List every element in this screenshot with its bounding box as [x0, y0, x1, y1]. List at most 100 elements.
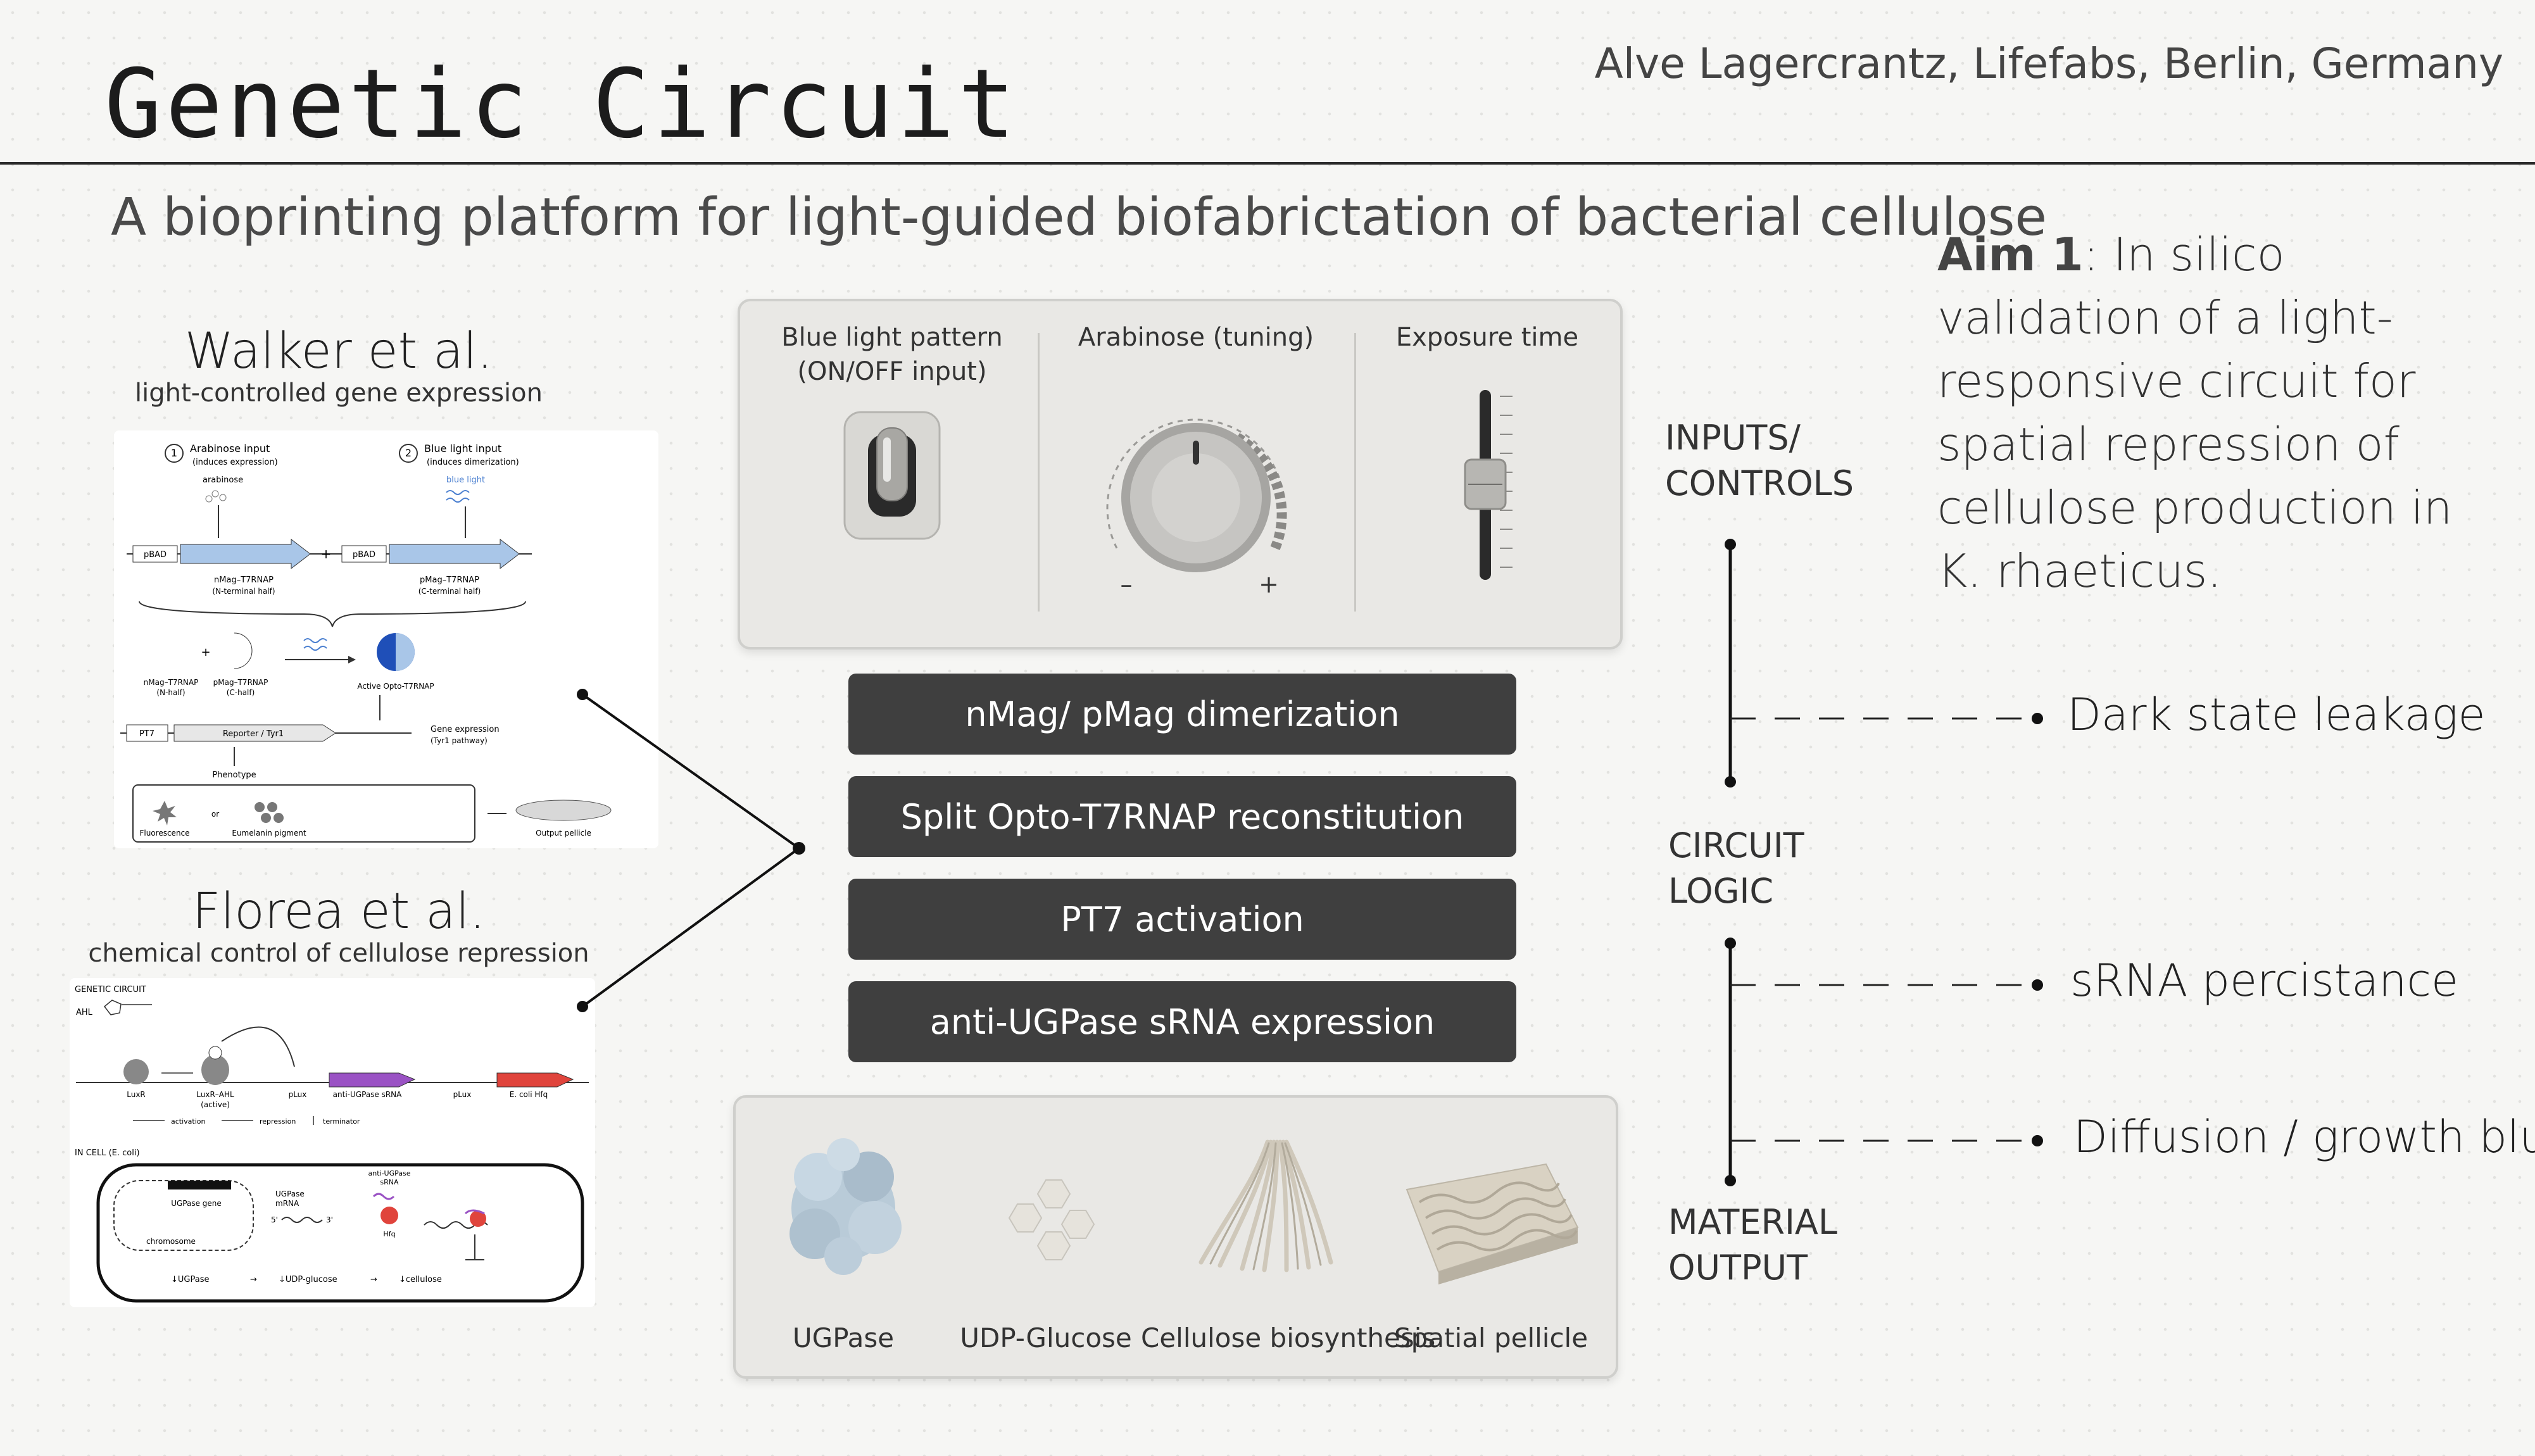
eumelanin-granule-icon: [255, 802, 265, 812]
aim-statement: Aim 1: In silico validation of a light-r…: [1937, 223, 2507, 603]
legend-repression-label: repression: [260, 1117, 296, 1126]
reconstitution-arrowhead: [348, 656, 356, 663]
pbad-promoter-2-label: pBAD: [353, 550, 375, 560]
in-cell-header: IN CELL (E. coli): [75, 1148, 140, 1158]
phenotype-label: Phenotype: [212, 770, 256, 780]
pmag-half-icon: [234, 632, 253, 669]
hexagon: [1060, 1210, 1095, 1239]
luxr-label: LuxR: [127, 1090, 146, 1099]
chromosome-label: chromosome: [146, 1237, 196, 1246]
anti-ugpase-srna-label: anti-UGPase sRNA: [333, 1090, 402, 1099]
pellicle-edge: [1438, 1227, 1578, 1284]
udp-glucose-hexagons-icon: [1008, 1179, 1095, 1260]
nmag-half-sub: (N-half): [156, 688, 185, 697]
controls-divider: [1354, 333, 1356, 612]
pbad-promoter-2: [341, 545, 387, 563]
timeline-dot: [1725, 776, 1736, 788]
blue-light-wave-icon: [446, 490, 470, 503]
ahl-label: AHL: [76, 1008, 93, 1017]
luxr-ahl-complex-icon: [201, 1055, 229, 1085]
author-credit: Alve Lagercrantz, Lifefabs, Berlin, Germ…: [1594, 39, 2503, 88]
controls-divider: [1038, 333, 1040, 612]
reference-florea-name: Florea et al.: [192, 883, 486, 940]
reference-walker-name: Walker et al.: [184, 323, 493, 380]
section-inputs-controls: INPUTS/ CONTROLS: [1665, 418, 1854, 503]
hfq-small-label: Hfq: [383, 1230, 395, 1238]
anti-ugpase-srna-small-label: anti-UGPase: [368, 1169, 410, 1177]
page-title: Genetic Circuit: [104, 49, 1019, 160]
gene-expression-label: Gene expression: [431, 725, 500, 734]
pmag-gene-arrow: [389, 538, 520, 570]
nmag-half-label: nMag–T7RNAP: [144, 678, 199, 687]
knob-plus-label: +: [1259, 570, 1279, 598]
gene-expression-sub: (Tyr1 pathway): [431, 736, 487, 745]
blue-light-toggle-switch[interactable]: [841, 409, 943, 542]
aim-text: : In silico validation of a light-respon…: [1937, 228, 2453, 598]
ugpase-protein-icon: [789, 1138, 902, 1275]
hexagon: [1036, 1179, 1071, 1208]
exposure-time-slider[interactable]: [1449, 384, 1525, 586]
material-label-pellicle: Spatial pellicle: [1394, 1322, 1588, 1353]
pellicle-ripples: [1418, 1181, 1578, 1252]
downstream-arrow-1: →: [250, 1275, 257, 1284]
outcome-diffusion-growth-blur: Diffusion / growth blur: [2073, 1111, 2535, 1163]
plux-label-2: pLux: [453, 1090, 472, 1099]
step-number-1: [165, 444, 184, 463]
plus-sign-2: +: [201, 646, 210, 659]
hfq-gene: [496, 1072, 574, 1088]
luxr-protein-icon: [123, 1059, 149, 1084]
ahl-bound-icon: [208, 1046, 222, 1060]
step-reconstitution: Split Opto-T7RNAP reconstitution: [848, 776, 1516, 857]
step-dimerization: nMag/ pMag dimerization: [848, 674, 1516, 755]
hfq-bound-icon: [470, 1210, 486, 1227]
ahl-molecule-icon: [103, 1000, 122, 1015]
step-number-1-text: 1: [171, 447, 177, 459]
fluorescence-label: Fluorescence: [139, 829, 189, 838]
blue-light-molecule-label: blue light: [446, 475, 485, 485]
mrna-wave-icon: [281, 1217, 323, 1223]
srna-wave-icon: [372, 1193, 395, 1200]
fluorescence-burst-icon: [153, 801, 177, 825]
arabinose-molecule-icon: [205, 495, 213, 503]
anti-ugpase-srna-small-sub: sRNA: [380, 1178, 399, 1186]
exposure-time-label: Exposure time: [1395, 323, 1579, 352]
pmag-gene-sub: (C-terminal half): [418, 587, 481, 596]
reporter-gene-arrow: [173, 724, 336, 742]
nmag-gene-sub: (N-terminal half): [212, 587, 275, 596]
arabinose-control-label: Arabinose (tuning): [1078, 323, 1314, 352]
outcome-dark-state-leakage: Dark state leakage: [2067, 689, 2486, 741]
pbad-promoter-1: [132, 545, 178, 563]
material-label-ugpase: UGPase: [792, 1322, 895, 1353]
hfq-gene-label: E. coli Hfq: [510, 1090, 548, 1099]
hexagon: [1036, 1231, 1071, 1260]
connector-dot-walker: [577, 689, 588, 700]
connector-walker: [581, 693, 800, 850]
anti-ugpase-srna-gene: [329, 1072, 416, 1088]
grouping-brace: [139, 601, 526, 627]
eumelanin-label: Eumelanin pigment: [232, 829, 306, 838]
ugpase-gene-block: [168, 1181, 231, 1189]
arabinose-molecule-icon: [219, 494, 227, 501]
downstream-arrow-2: →: [370, 1275, 377, 1284]
plux-label-1: pLux: [289, 1090, 307, 1099]
eumelanin-granule-icon: [261, 813, 271, 823]
connector-dot-florea: [577, 1001, 588, 1012]
knob-minus-label: –: [1121, 570, 1133, 598]
timeline-dot: [1725, 938, 1736, 949]
outcome-dot-2: [2032, 979, 2043, 991]
blue-light-control-label: Blue light pattern (ON/OFF input): [781, 323, 1003, 386]
arabinose-tuning-knob[interactable]: – +: [1079, 377, 1313, 612]
step-number-2: [399, 444, 418, 463]
legend-activation-label: activation: [171, 1117, 206, 1126]
downstream-ugpase: ↓UGPase: [171, 1275, 210, 1284]
hexagon: [1008, 1203, 1043, 1233]
mrna-five-prime: 5': [271, 1215, 278, 1224]
step-number-2-text: 2: [405, 447, 412, 459]
spatial-pellicle-icon: [1406, 1163, 1579, 1284]
ecoli-cell-outline: [96, 1163, 584, 1303]
eumelanin-granule-icon: [267, 802, 277, 812]
downstream-cellulose: ↓cellulose: [399, 1275, 442, 1284]
srna-bound-icon: [464, 1209, 485, 1215]
active-opto-t7rnap-half: [396, 633, 415, 671]
